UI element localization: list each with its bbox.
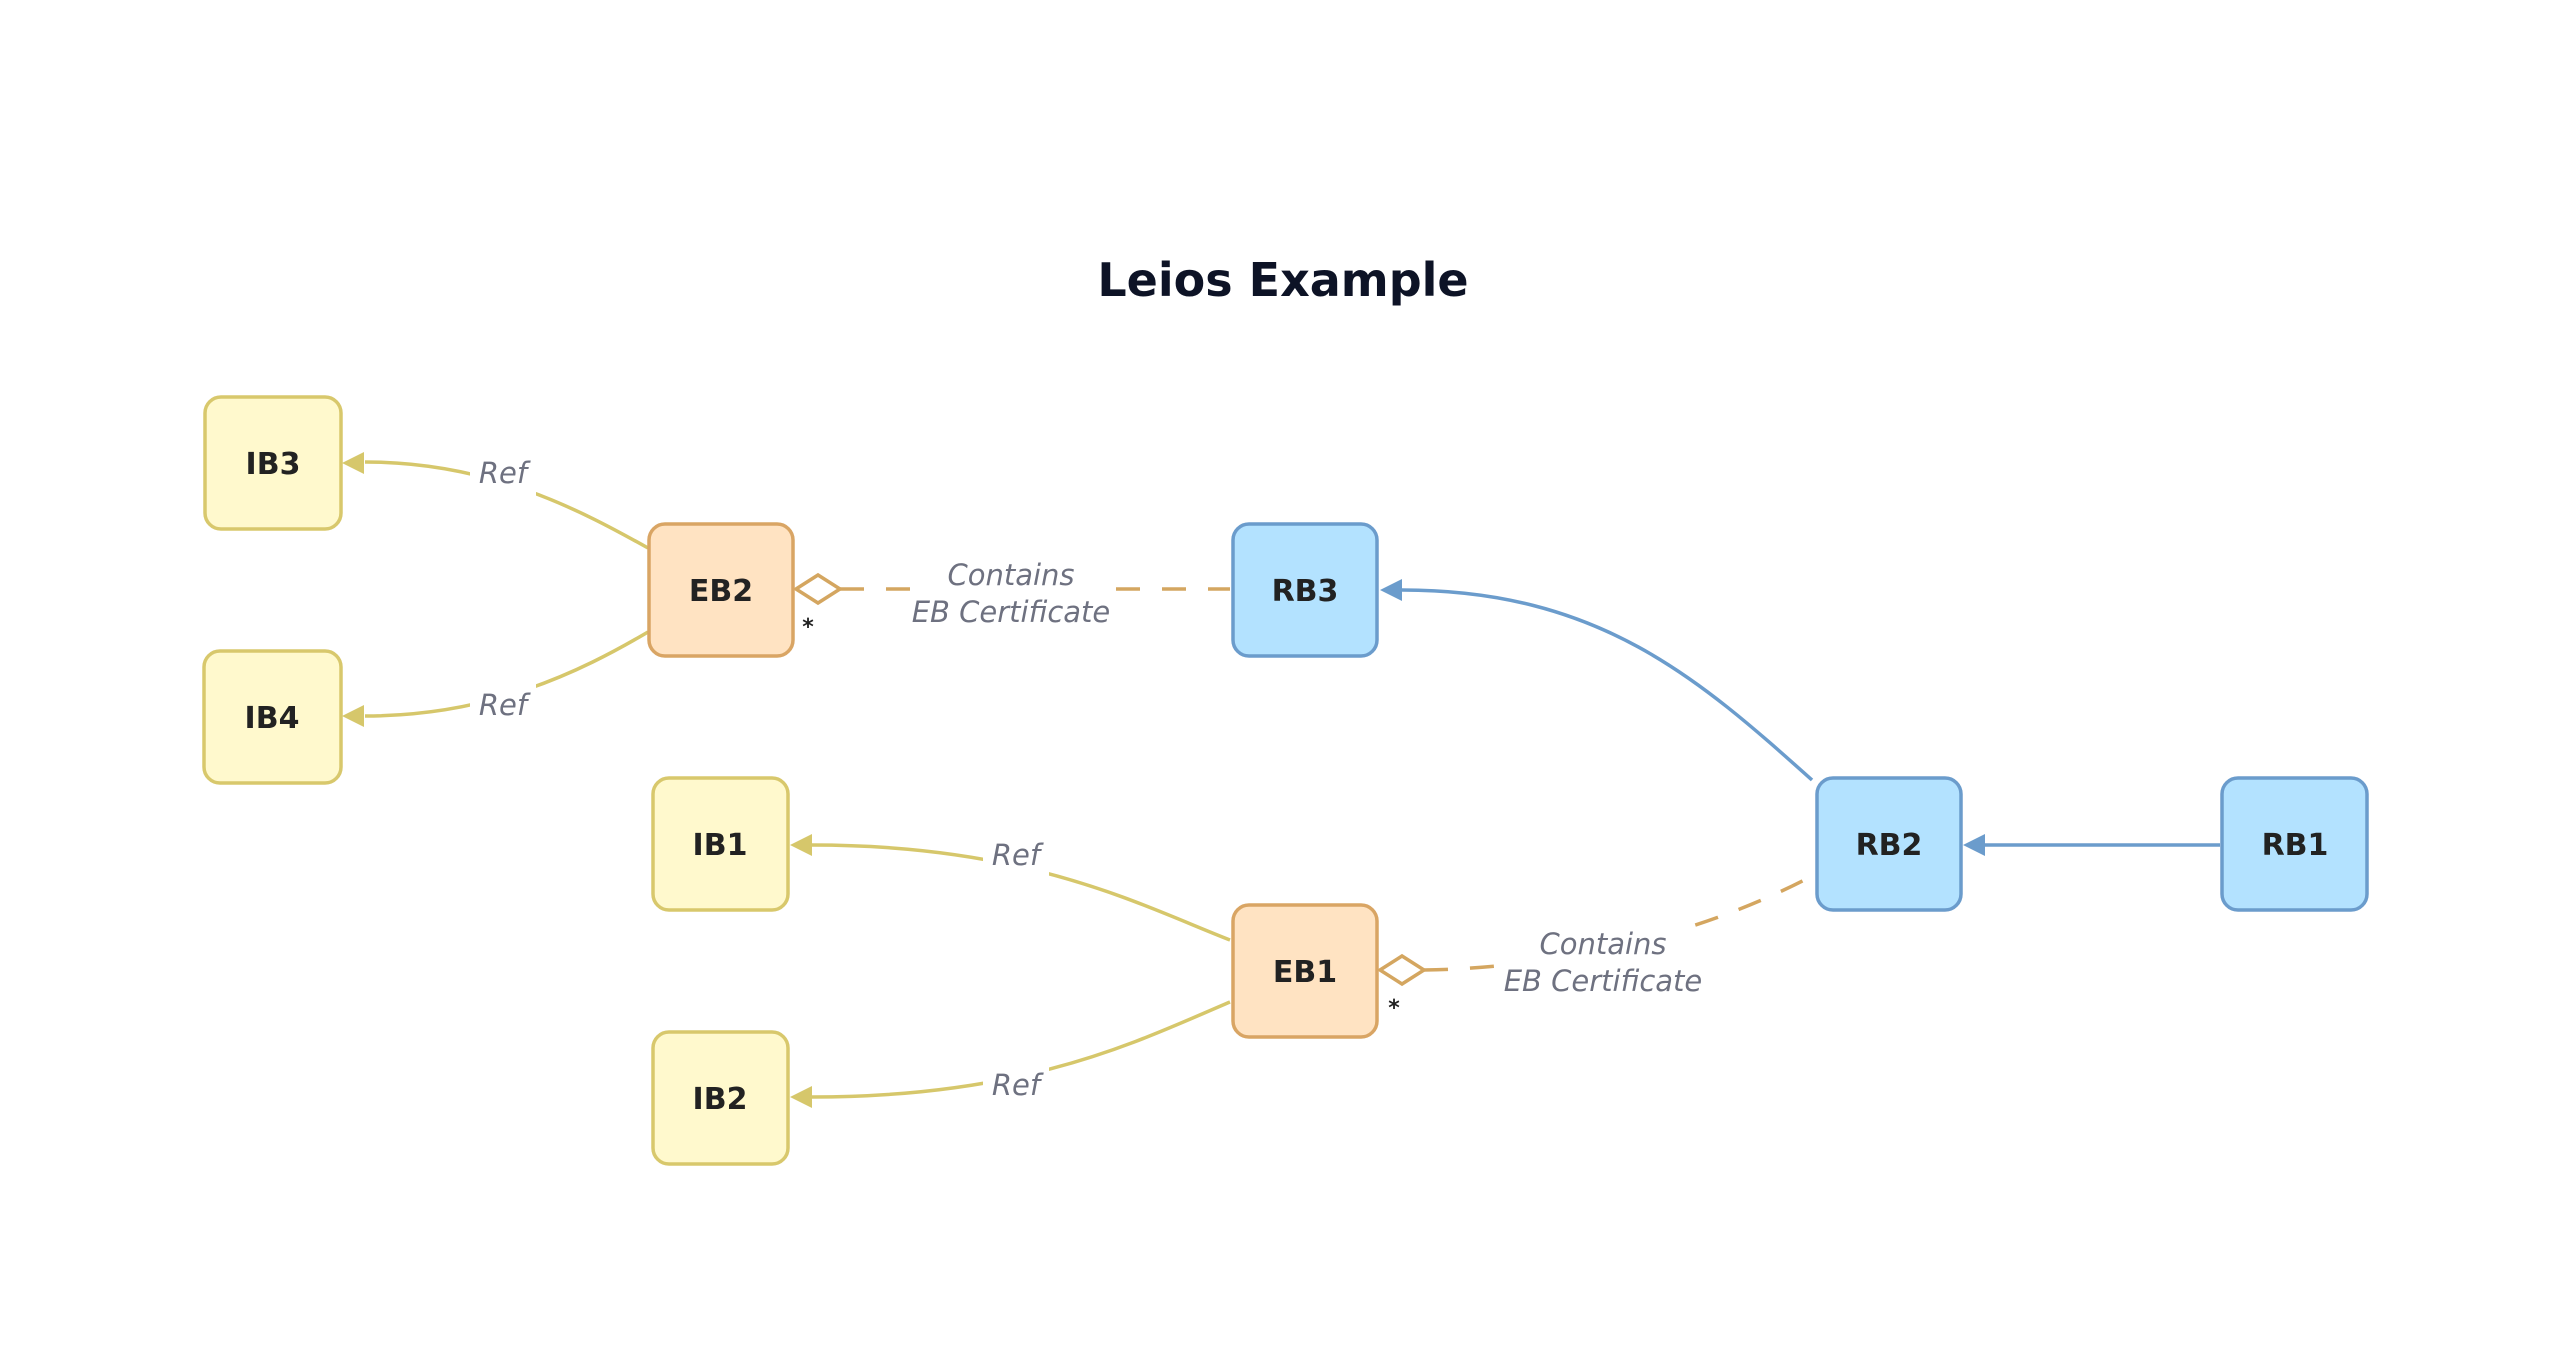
edge-eb1-ib1: Ref xyxy=(790,834,1231,942)
node-label: EB1 xyxy=(1273,955,1337,990)
edge-label-ref: Ref xyxy=(992,1068,1044,1102)
node-label: EB2 xyxy=(689,574,753,609)
node-ib2[interactable]: IB2 xyxy=(651,1030,790,1166)
node-rb1[interactable]: RB1 xyxy=(2220,776,2369,912)
node-label: IB3 xyxy=(246,447,301,482)
edge-label-ref: Ref xyxy=(479,688,531,722)
arrowhead-icon xyxy=(790,834,812,856)
edge-label-ref: Ref xyxy=(479,456,531,490)
node-label: IB4 xyxy=(245,701,300,736)
edge-eb2-ib4: Ref xyxy=(342,630,649,728)
node-ib4[interactable]: IB4 xyxy=(202,649,343,785)
aggregation-diamond-icon xyxy=(1376,953,1428,987)
node-ib1[interactable]: IB1 xyxy=(651,776,790,912)
edge-label-ref: Ref xyxy=(992,838,1044,872)
multiplicity-label: * xyxy=(1388,996,1400,1021)
edge-eb1-rb2: * Contains EB Certificate xyxy=(1376,874,1813,1021)
multiplicity-label: * xyxy=(802,615,814,640)
node-label: RB1 xyxy=(2262,828,2329,863)
edge-label-eb-certificate: EB Certificate xyxy=(1504,964,1703,998)
arrowhead-icon xyxy=(790,1086,812,1108)
edge-eb2-rb3: * Contains EB Certificate xyxy=(792,553,1230,640)
edge-eb1-ib2: Ref xyxy=(790,1000,1231,1108)
edge-label-contains: Contains xyxy=(1539,927,1666,961)
node-ib3[interactable]: IB3 xyxy=(203,395,343,531)
node-eb2[interactable]: EB2 xyxy=(647,522,795,658)
arrowhead-icon xyxy=(342,452,364,474)
edge-label-contains: Contains xyxy=(947,558,1074,592)
edge-rb2-rb3 xyxy=(1380,579,1814,782)
node-label: RB2 xyxy=(1856,828,1923,863)
arrowhead-icon xyxy=(342,705,364,727)
aggregation-diamond-icon xyxy=(792,572,844,606)
node-label: IB2 xyxy=(693,1082,748,1117)
node-label: RB3 xyxy=(1272,574,1339,609)
node-rb2[interactable]: RB2 xyxy=(1815,776,1963,912)
node-label: IB1 xyxy=(693,828,748,863)
edge-eb2-ib3: Ref xyxy=(342,452,649,550)
edge-label-eb-certificate: EB Certificate xyxy=(912,595,1111,629)
node-eb1[interactable]: EB1 xyxy=(1231,903,1379,1039)
edge-rb1-rb2 xyxy=(1963,834,2220,856)
arrowhead-icon xyxy=(1963,834,1985,856)
diagram-title: Leios Example xyxy=(1097,253,1468,307)
arrowhead-icon xyxy=(1380,579,1402,601)
node-rb3[interactable]: RB3 xyxy=(1231,522,1379,658)
